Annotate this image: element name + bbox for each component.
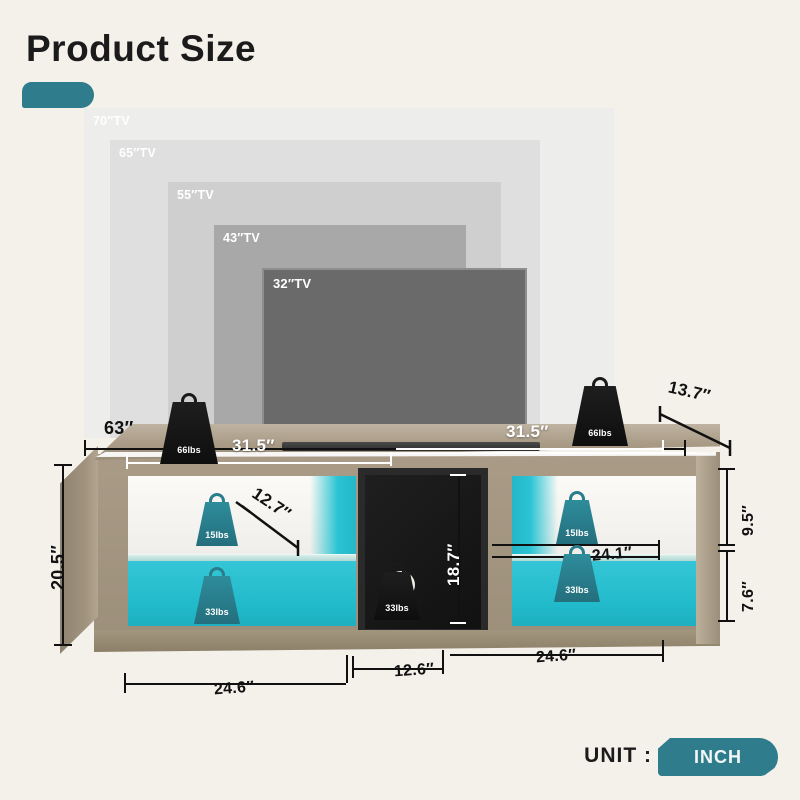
dim-label-bottom-left: 24.6″ <box>213 678 255 699</box>
weight-tag-right-upper: 15lbs <box>556 491 598 544</box>
dim-label-upper-height: 9.5″ <box>740 504 757 536</box>
dim-tick-cabinet-bottom <box>450 622 466 624</box>
left-lower-shelf-area <box>128 561 356 626</box>
top-edge-highlight <box>96 452 716 457</box>
dim-tick-bottom-left-a <box>124 673 126 693</box>
dim-tick-bottom-right-b <box>662 640 664 662</box>
dim-label-bottom-right: 24.6″ <box>535 646 577 667</box>
dim-line-top-left-half <box>126 462 390 464</box>
weight-handle-icon <box>209 493 225 505</box>
right-lower-shelf-area <box>512 561 714 626</box>
weight-tag-right-upper-label: 15lbs <box>565 527 589 538</box>
weight-tag-left-lower-label: 33lbs <box>205 607 229 618</box>
dim-line-bottom-left <box>124 683 346 685</box>
cabinet-plinth <box>94 630 720 652</box>
left-compartment <box>128 476 356 626</box>
left-glass-shelf <box>128 554 356 561</box>
dim-line-cabinet-height <box>458 474 460 622</box>
dim-line-lower-height <box>726 550 728 620</box>
unit-value: INCH <box>694 746 742 767</box>
tv-size-label-65: 65″TV <box>119 146 156 160</box>
dim-tick-bottom-center-a <box>352 656 354 678</box>
dim-tick-overall-left <box>84 440 86 456</box>
dim-label-lower-height: 7.6″ <box>740 580 757 612</box>
right-end-panel <box>696 452 720 644</box>
dim-line-top-right-half <box>396 448 662 450</box>
dim-line-overall-height <box>62 464 64 644</box>
weight-handle-icon <box>569 545 585 557</box>
weight-tag-right-lower-label: 33lbs <box>565 585 589 596</box>
weight-tag-left-lower: 33lbs <box>194 567 240 624</box>
dim-line-bottom-right <box>450 654 662 656</box>
dim-label-overall-height: 20.5″ <box>48 544 68 590</box>
dim-tick-upper-top <box>718 468 735 470</box>
weight-handle-icon <box>592 377 608 389</box>
dim-label-top-left-half: 31.5″ <box>232 436 275 455</box>
dim-tick-upper-bottom <box>718 544 735 546</box>
weight-tag-center-cabinet: 33lbs <box>374 563 420 620</box>
dim-tick-right-shelf-end <box>658 540 660 560</box>
tv-size-label-55: 55″TV <box>177 188 214 202</box>
weight-tag-top-right: 66lbs <box>572 377 628 446</box>
dim-line-bottom-center <box>352 668 442 670</box>
weight-tag-left-upper-label: 15lbs <box>205 529 229 540</box>
dim-tick-overall-right <box>684 440 686 456</box>
weight-tag-right-lower: 33lbs <box>554 545 600 602</box>
unit-badge: INCH <box>658 738 778 776</box>
dim-tick-lower-bottom <box>718 620 735 622</box>
weight-tag-top-left: 66lbs <box>160 393 218 464</box>
dim-tick-height-bottom <box>54 644 72 646</box>
dim-label-top-right-half: 31.5″ <box>506 422 549 441</box>
weight-handle-icon <box>209 567 225 579</box>
tv-size-box-32: 32″TV <box>262 268 527 438</box>
dim-tick-height-top <box>54 464 72 466</box>
dim-label-bottom-center: 12.6″ <box>393 660 435 681</box>
dim-line-overall-width <box>84 448 684 450</box>
title-accent-swoosh <box>22 82 94 108</box>
dim-tick-top-right-b <box>662 440 664 454</box>
tv-size-label-32: 32″TV <box>273 276 312 291</box>
weight-tag-left-upper: 15lbs <box>196 493 238 546</box>
dim-tick-top-left-a <box>126 455 128 469</box>
dim-line-shelf-depth <box>235 500 300 556</box>
dim-label-cabinet-height: 18.7″ <box>444 543 463 586</box>
weight-handle-icon <box>569 491 585 503</box>
dim-tick-bottom-left-b <box>346 655 348 683</box>
dim-label-overall-width: 63″ <box>104 418 134 438</box>
tv-stand-illustration <box>60 424 720 662</box>
dim-tick-lower-top <box>718 550 735 552</box>
soundbar <box>282 442 540 451</box>
dim-line-upper-height <box>726 468 728 544</box>
dim-tick-cabinet-top <box>450 474 466 476</box>
unit-label: UNIT : <box>584 744 652 767</box>
dim-line-depth <box>658 406 732 456</box>
page-title: Product Size <box>26 28 257 69</box>
weight-handle-icon <box>389 563 405 575</box>
weight-tag-top-right-label: 66lbs <box>588 427 612 438</box>
left-side-panel <box>60 446 98 654</box>
dim-tick-top-left-b <box>390 452 392 466</box>
dim-tick-bottom-center-b <box>442 650 444 674</box>
weight-handle-icon <box>181 393 197 405</box>
weight-tag-top-left-label: 66lbs <box>177 445 201 456</box>
tv-size-label-43: 43″TV <box>223 231 260 245</box>
tv-size-label-70: 70″TV <box>93 114 130 128</box>
weight-tag-center-cabinet-label: 33lbs <box>385 603 409 614</box>
right-compartment <box>512 476 714 626</box>
